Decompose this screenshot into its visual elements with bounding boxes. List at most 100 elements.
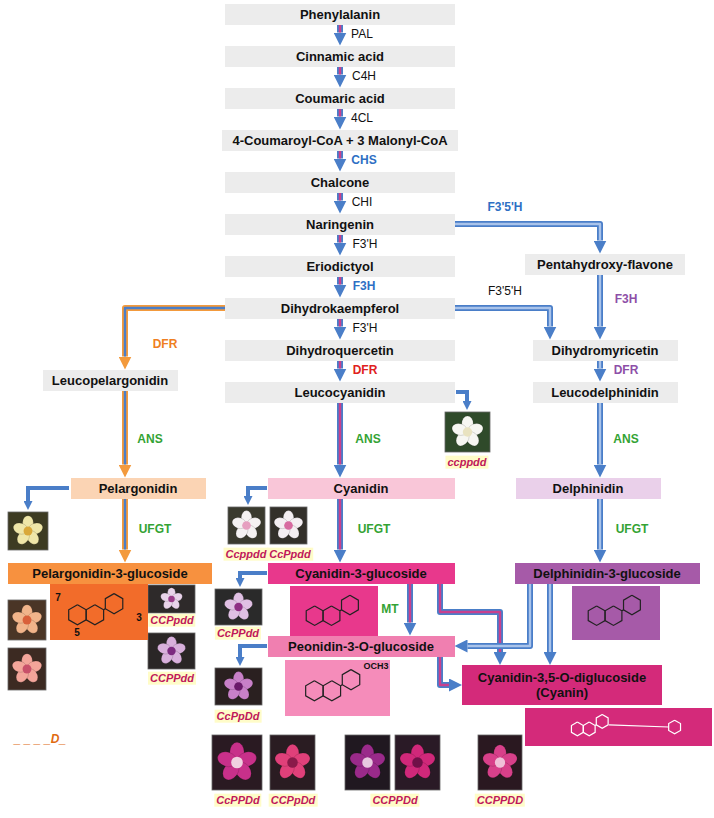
enzyme-label: UFGT	[139, 523, 172, 537]
enzyme-label: C4H	[352, 70, 376, 84]
compound-name: Delphinidin	[553, 481, 624, 496]
flower-photo	[215, 589, 262, 625]
compound-box: Pentahydroxy-flavone	[525, 254, 685, 275]
pathway-arrow	[600, 499, 601, 550]
compound-box: Chalcone	[225, 172, 455, 193]
arrow-shaft	[440, 657, 449, 686]
pathway-arrow	[125, 308, 225, 357]
compound-box: Leucopelargonidin	[43, 370, 178, 391]
flower-lip	[287, 757, 298, 768]
flower-lip	[23, 665, 32, 674]
compound-name: Cinnamic acid	[296, 49, 384, 64]
enzyme-label: F3'5'H	[488, 285, 522, 299]
flower-lip	[167, 647, 175, 655]
ring-bond	[86, 605, 103, 625]
photo-pointer-arrow	[240, 573, 267, 578]
photo-frame	[445, 412, 490, 452]
pathway-arrow	[340, 25, 341, 33]
photo-frame	[8, 600, 46, 640]
genotype-label: CCPPDD	[475, 794, 525, 807]
substituent-label: OCH3	[363, 661, 388, 671]
compound-name: Coumaric acid	[295, 91, 385, 106]
ring-bond	[323, 681, 340, 701]
chemical-structure	[50, 584, 148, 640]
arrow-shaft	[122, 499, 128, 550]
flower-lip	[168, 596, 175, 603]
compound-name: Cyanidin-3-glucoside	[295, 566, 426, 581]
compound-box: Phenylalanin	[225, 4, 455, 25]
sugar-ring	[669, 720, 681, 734]
flower-lip	[463, 427, 472, 436]
flower-photo	[478, 735, 522, 790]
arrow-core	[455, 308, 550, 327]
compound-name: Chalcone	[311, 175, 370, 190]
genotype-label: ccppdd	[445, 456, 488, 469]
flower-photo	[148, 585, 195, 613]
flower-lip	[24, 527, 33, 536]
arrow-shaft	[125, 308, 225, 357]
arrow-shaft	[455, 224, 600, 241]
single-bond	[340, 609, 342, 611]
chemical-structure	[572, 586, 660, 640]
arrow-shaft	[597, 403, 603, 465]
arrow-core	[339, 403, 341, 465]
flower-lip	[412, 757, 423, 768]
pathway-arrow	[550, 584, 551, 653]
compound-name: Leucodelphinidin	[551, 385, 659, 400]
genotype-label: CcPpdd	[267, 548, 313, 561]
photo-frame	[212, 735, 262, 790]
flower-photo	[395, 735, 440, 790]
arrow-shaft	[337, 499, 343, 550]
arrow-core	[549, 584, 551, 653]
compound-name: Dihydrokaempferol	[281, 301, 399, 316]
photo-frame	[8, 648, 46, 690]
flower-photo	[215, 668, 262, 705]
genotype-label: _ _ _ _D_	[14, 733, 66, 747]
arrow-shaft	[337, 235, 343, 243]
enzyme-label: DFR	[153, 338, 178, 352]
compound-box: Coumaric acid	[225, 88, 455, 109]
pathway-arrow	[340, 109, 341, 117]
ring-bond	[605, 606, 622, 625]
arrow-shaft	[337, 67, 343, 75]
genotype-label: CCPPdd	[148, 672, 196, 685]
ring-bond	[596, 715, 608, 729]
ring-bond	[306, 681, 323, 701]
compound-name: Naringenin	[306, 217, 374, 232]
flower-lip	[234, 603, 242, 611]
arrow-core	[339, 193, 341, 201]
photo-frame	[148, 585, 195, 613]
arrow-core	[409, 584, 411, 623]
photo-frame	[8, 512, 48, 550]
structure-ground	[572, 586, 660, 640]
compound-name: Cyanidin-3,5-O-diglucoside (Cyanin)	[468, 670, 656, 700]
pathway-arrow	[455, 224, 600, 241]
flower-photo	[212, 735, 262, 790]
arrow-core	[599, 275, 601, 327]
arrow-shaft	[337, 193, 343, 201]
compound-name: 4-Coumaroyl-CoA + 3 Malonyl-CoA	[232, 133, 447, 148]
arrow-shaft	[337, 403, 343, 465]
pathway-arrow	[340, 67, 341, 75]
photo-pointer-arrow	[456, 392, 467, 401]
pathway-arrow	[410, 584, 411, 623]
compound-box: Cinnamic acid	[225, 46, 455, 67]
photo-pointer-arrow	[248, 488, 267, 496]
arrow-core	[455, 224, 600, 241]
flower-lip	[495, 757, 505, 767]
enzyme-label: DFR	[614, 364, 639, 378]
pathway-arrow	[125, 499, 126, 550]
compound-box: Dihydrokaempferol	[225, 298, 455, 319]
arrow-shaft	[337, 109, 343, 117]
arrow-core	[339, 25, 341, 33]
pathway-arrow	[600, 361, 601, 369]
compound-name: Peonidin-3-O-glucoside	[288, 639, 434, 654]
arrow-core	[339, 151, 341, 159]
flower-lip	[231, 757, 243, 769]
flower-lip	[23, 616, 32, 625]
ring-bond	[323, 606, 340, 625]
compound-name: Pentahydroxy-flavone	[537, 257, 673, 272]
enzyme-label: F3'5'H	[487, 201, 522, 215]
single-bond	[595, 724, 596, 726]
